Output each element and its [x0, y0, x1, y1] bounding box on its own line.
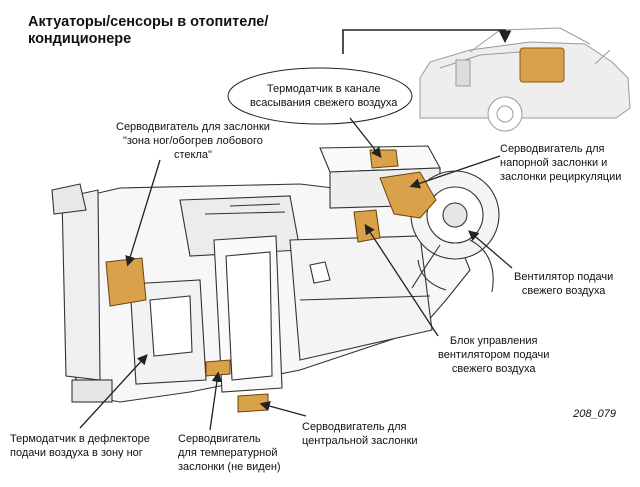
label-line: Серводвигатель для	[500, 143, 605, 155]
figure-id: 208_079	[573, 408, 616, 420]
leader-lines	[79, 117, 513, 431]
title-arrow	[342, 29, 512, 54]
title-line-1: Актуаторы/сенсоры в отопителе/	[28, 14, 269, 30]
label-line: центральной заслонки	[302, 435, 418, 447]
label-line: заслонки рециркуляции	[500, 171, 622, 183]
highlighted-parts	[105, 149, 437, 413]
label-line: Термодатчик в канале	[266, 83, 381, 95]
title-line-2: кондиционере	[28, 31, 132, 47]
label-intake-sensor: Термодатчик в канале всасывания свежего …	[250, 82, 397, 110]
label-line: всасывания свежего воздуха	[250, 97, 398, 109]
label-line: Термодатчик в дефлекторе	[10, 433, 150, 445]
label-pressure-servo: Серводвигатель для напорной заслонки и з…	[500, 142, 621, 184]
label-line: свежего воздуха	[521, 285, 606, 297]
label-line: подачи воздуха в зону ног	[10, 447, 143, 459]
label-line: Серводвигатель для	[302, 421, 407, 433]
label-line: для температурной	[178, 447, 278, 459]
label-central-servo: Серводвигатель для центральной заслонки	[302, 420, 418, 448]
label-line: Блок управления	[449, 335, 538, 347]
label-footwell-sensor: Термодатчик в дефлекторе подачи воздуха …	[10, 432, 150, 460]
intake-sensor-ellipse	[227, 67, 413, 125]
label-line: стекла"	[173, 149, 212, 161]
label-line: "зона ног/обогрев лобового	[122, 135, 263, 147]
label-line: напорной заслонки и	[500, 157, 608, 169]
label-line: Серводвигатель	[178, 433, 261, 445]
label-temp-servo: Серводвигатель для температурной заслонк…	[178, 432, 281, 474]
label-line: свежего воздуха	[451, 363, 536, 375]
diagram-title: Актуаторы/сенсоры в отопителе/ кондицион…	[28, 14, 268, 48]
car-highlight	[519, 47, 565, 83]
label-line: Вентилятор подачи	[514, 271, 614, 283]
label-fan-control: Блок управления вентилятором подачи свеж…	[438, 334, 549, 376]
label-line: заслонки (не виден)	[178, 461, 281, 473]
label-line: вентилятором подачи	[438, 349, 550, 361]
label-line: Серводвигатель для заслонки	[116, 121, 270, 133]
label-footwell-servo: Серводвигатель для заслонки "зона ног/об…	[116, 120, 270, 162]
label-fan: Вентилятор подачи свежего воздуха	[514, 270, 613, 298]
